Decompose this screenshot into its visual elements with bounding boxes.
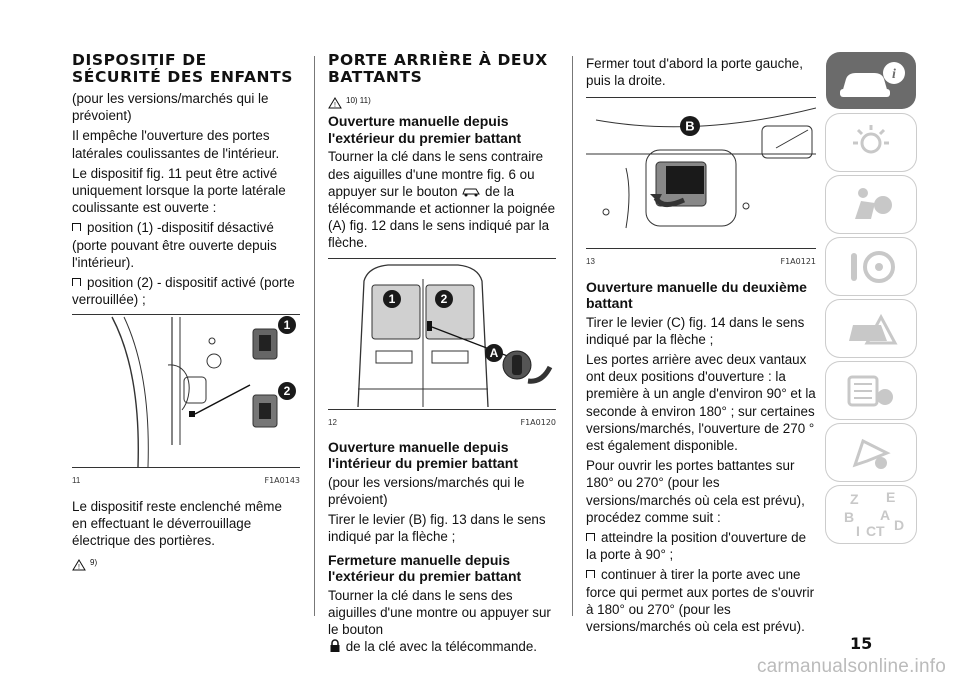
text: de la clé avec la télécommande.: [345, 639, 538, 655]
multimedia-icon: [852, 438, 891, 469]
lock-icon: [330, 639, 340, 653]
tab-starting-driving[interactable]: [826, 238, 916, 295]
callout-1: 1: [389, 292, 396, 306]
van-rear-illustration: 1 2 A: [357, 263, 553, 407]
subheading: Fermeture manuelle depuis l'extérieur du…: [328, 551, 522, 585]
figure-caption: 11 F1A0143: [72, 472, 300, 489]
svg-text:i: i: [892, 67, 896, 82]
paragraph: Tourner la clé dans le sens contraire de…: [328, 148, 556, 251]
bullet-item: position (2) - dispositif activé (porte …: [72, 274, 300, 308]
column-divider: [572, 56, 573, 616]
page-number: 15: [850, 634, 873, 653]
callout-2: 2: [441, 292, 448, 306]
warning-lights-icon: [853, 124, 889, 153]
figure-12: 1 2 A: [328, 257, 556, 410]
tab-warning-lights[interactable]: [826, 114, 916, 171]
door-lever-illustration: B: [586, 107, 816, 229]
paragraph: Le dispositif reste enclenché même en ef…: [72, 498, 282, 549]
paragraph: Pour ouvrir les portes battantes sur 180…: [586, 458, 805, 525]
tab-safety[interactable]: [826, 176, 916, 233]
subheading: Ouverture manuelle du deuxième battant: [586, 278, 807, 312]
paragraph: (pour les versions/marchés qui le prévoi…: [72, 91, 269, 124]
column-rear-door-continued: Fermer tout d'abord la porte gauche, pui…: [586, 55, 816, 638]
svg-text:C: C: [866, 523, 876, 539]
figure-caption: 12 F1A0120: [328, 414, 556, 431]
title-line-2: BATTANTS: [328, 68, 423, 86]
figure-code: F1A0143: [264, 476, 300, 486]
bullet-item: continuer à tirer la porte avec une forc…: [586, 567, 815, 635]
paragraph: Fermer tout d'abord la porte gauche, pui…: [586, 56, 803, 89]
paragraph: Il empêche l'ouverture des portes latéra…: [72, 128, 280, 161]
section-title-child-safety: DISPOSITIF DE SÉCURITÉ DES ENFANTS: [72, 52, 300, 86]
text: Tourner la clé dans le sens des aiguille…: [328, 587, 551, 638]
maintenance-icon: [847, 375, 893, 406]
subheading: Ouverture manuelle depuis l'extérieur du…: [328, 113, 522, 146]
title-line-1: DISPOSITIF DE: [72, 51, 207, 69]
car-unlock-icon: [462, 188, 481, 197]
warning-note: 10) 11): [346, 96, 371, 105]
index-icon: Z E B A I C T D: [844, 490, 904, 539]
text: de la télécommande et actionner la poign…: [328, 183, 556, 251]
callout-B: B: [685, 119, 694, 134]
warning-note: 9): [90, 558, 98, 568]
warning-triangle-icon: !: [72, 559, 86, 571]
starting-driving-icon: [851, 250, 895, 283]
svg-text:T: T: [876, 523, 885, 539]
paragraph: Tourner la clé dans le sens des aiguille…: [328, 587, 556, 656]
tab-maintenance[interactable]: [826, 362, 916, 419]
warning-reference: ! 9): [72, 554, 97, 571]
figure-caption: 13 F1A0121: [586, 253, 816, 270]
warning-triangle-icon: !: [328, 97, 342, 109]
figure-number: 11: [72, 476, 81, 486]
figure-code: F1A0120: [520, 417, 556, 427]
tab-index[interactable]: Z E B A I C T D: [826, 486, 916, 543]
figure-number: 13: [586, 257, 595, 267]
figure-11: 1 2: [72, 314, 300, 469]
svg-text:I: I: [856, 523, 860, 539]
callout-A: A: [490, 346, 499, 360]
callout-2: 2: [284, 384, 291, 398]
column-rear-door: PORTE ARRIÈRE À DEUX BATTANTS ! 10) 11) …: [328, 52, 556, 658]
svg-text:A: A: [880, 507, 890, 523]
bullet-item: position (1) -dispositif désactivé (port…: [72, 219, 300, 271]
watermark: carmanualsonline.info: [756, 656, 946, 677]
bullet-item: atteindre la position d'ouverture de la …: [586, 529, 816, 563]
figure-code: F1A0121: [780, 257, 816, 267]
svg-text:B: B: [844, 509, 854, 525]
svg-text:!: !: [78, 564, 80, 571]
car-info-icon: i: [840, 61, 905, 97]
subheading: Ouverture manuelle depuis l'intérieur du…: [328, 438, 519, 472]
callout-1: 1: [284, 318, 291, 332]
figure-13: B: [586, 97, 816, 250]
svg-text:D: D: [894, 517, 904, 533]
svg-text:Z: Z: [850, 491, 859, 507]
text: Tourner la clé dans le sens contraire de…: [328, 149, 544, 199]
title-line-2: SÉCURITÉ DES ENFANTS: [72, 68, 294, 86]
paragraph: Tirer le levier (B) fig. 13 dans le sens…: [328, 512, 546, 545]
figure-number: 12: [328, 417, 337, 427]
column-child-safety: DISPOSITIF DE SÉCURITÉ DES ENFANTS (pour…: [72, 52, 300, 576]
column-divider: [314, 56, 315, 616]
paragraph: (pour les versions/marchés qui le prévoi…: [328, 474, 525, 508]
section-title-rear-door: PORTE ARRIÈRE À DEUX BATTANTS: [328, 52, 556, 86]
paragraph: Les portes arrière avec deux vantaux ont…: [586, 352, 816, 454]
tab-car-info[interactable]: i: [826, 52, 916, 109]
chapter-tabs: i Z E B A I C T D: [826, 52, 916, 548]
tab-emergency[interactable]: [826, 300, 916, 357]
paragraph: Tirer le levier (C) fig. 14 dans le sens…: [586, 314, 805, 347]
tab-multimedia[interactable]: [826, 424, 916, 481]
title-line-1: PORTE ARRIÈRE À DEUX: [328, 51, 548, 69]
emergency-icon: [849, 313, 898, 344]
warning-reference: ! 10) 11): [328, 92, 371, 109]
svg-text:E: E: [886, 490, 895, 505]
paragraph: Le dispositif fig. 11 peut être activé u…: [72, 165, 286, 216]
safety-airbag-icon: [855, 187, 892, 219]
child-lock-illustration: 1 2: [111, 316, 296, 468]
svg-text:!: !: [334, 102, 336, 109]
